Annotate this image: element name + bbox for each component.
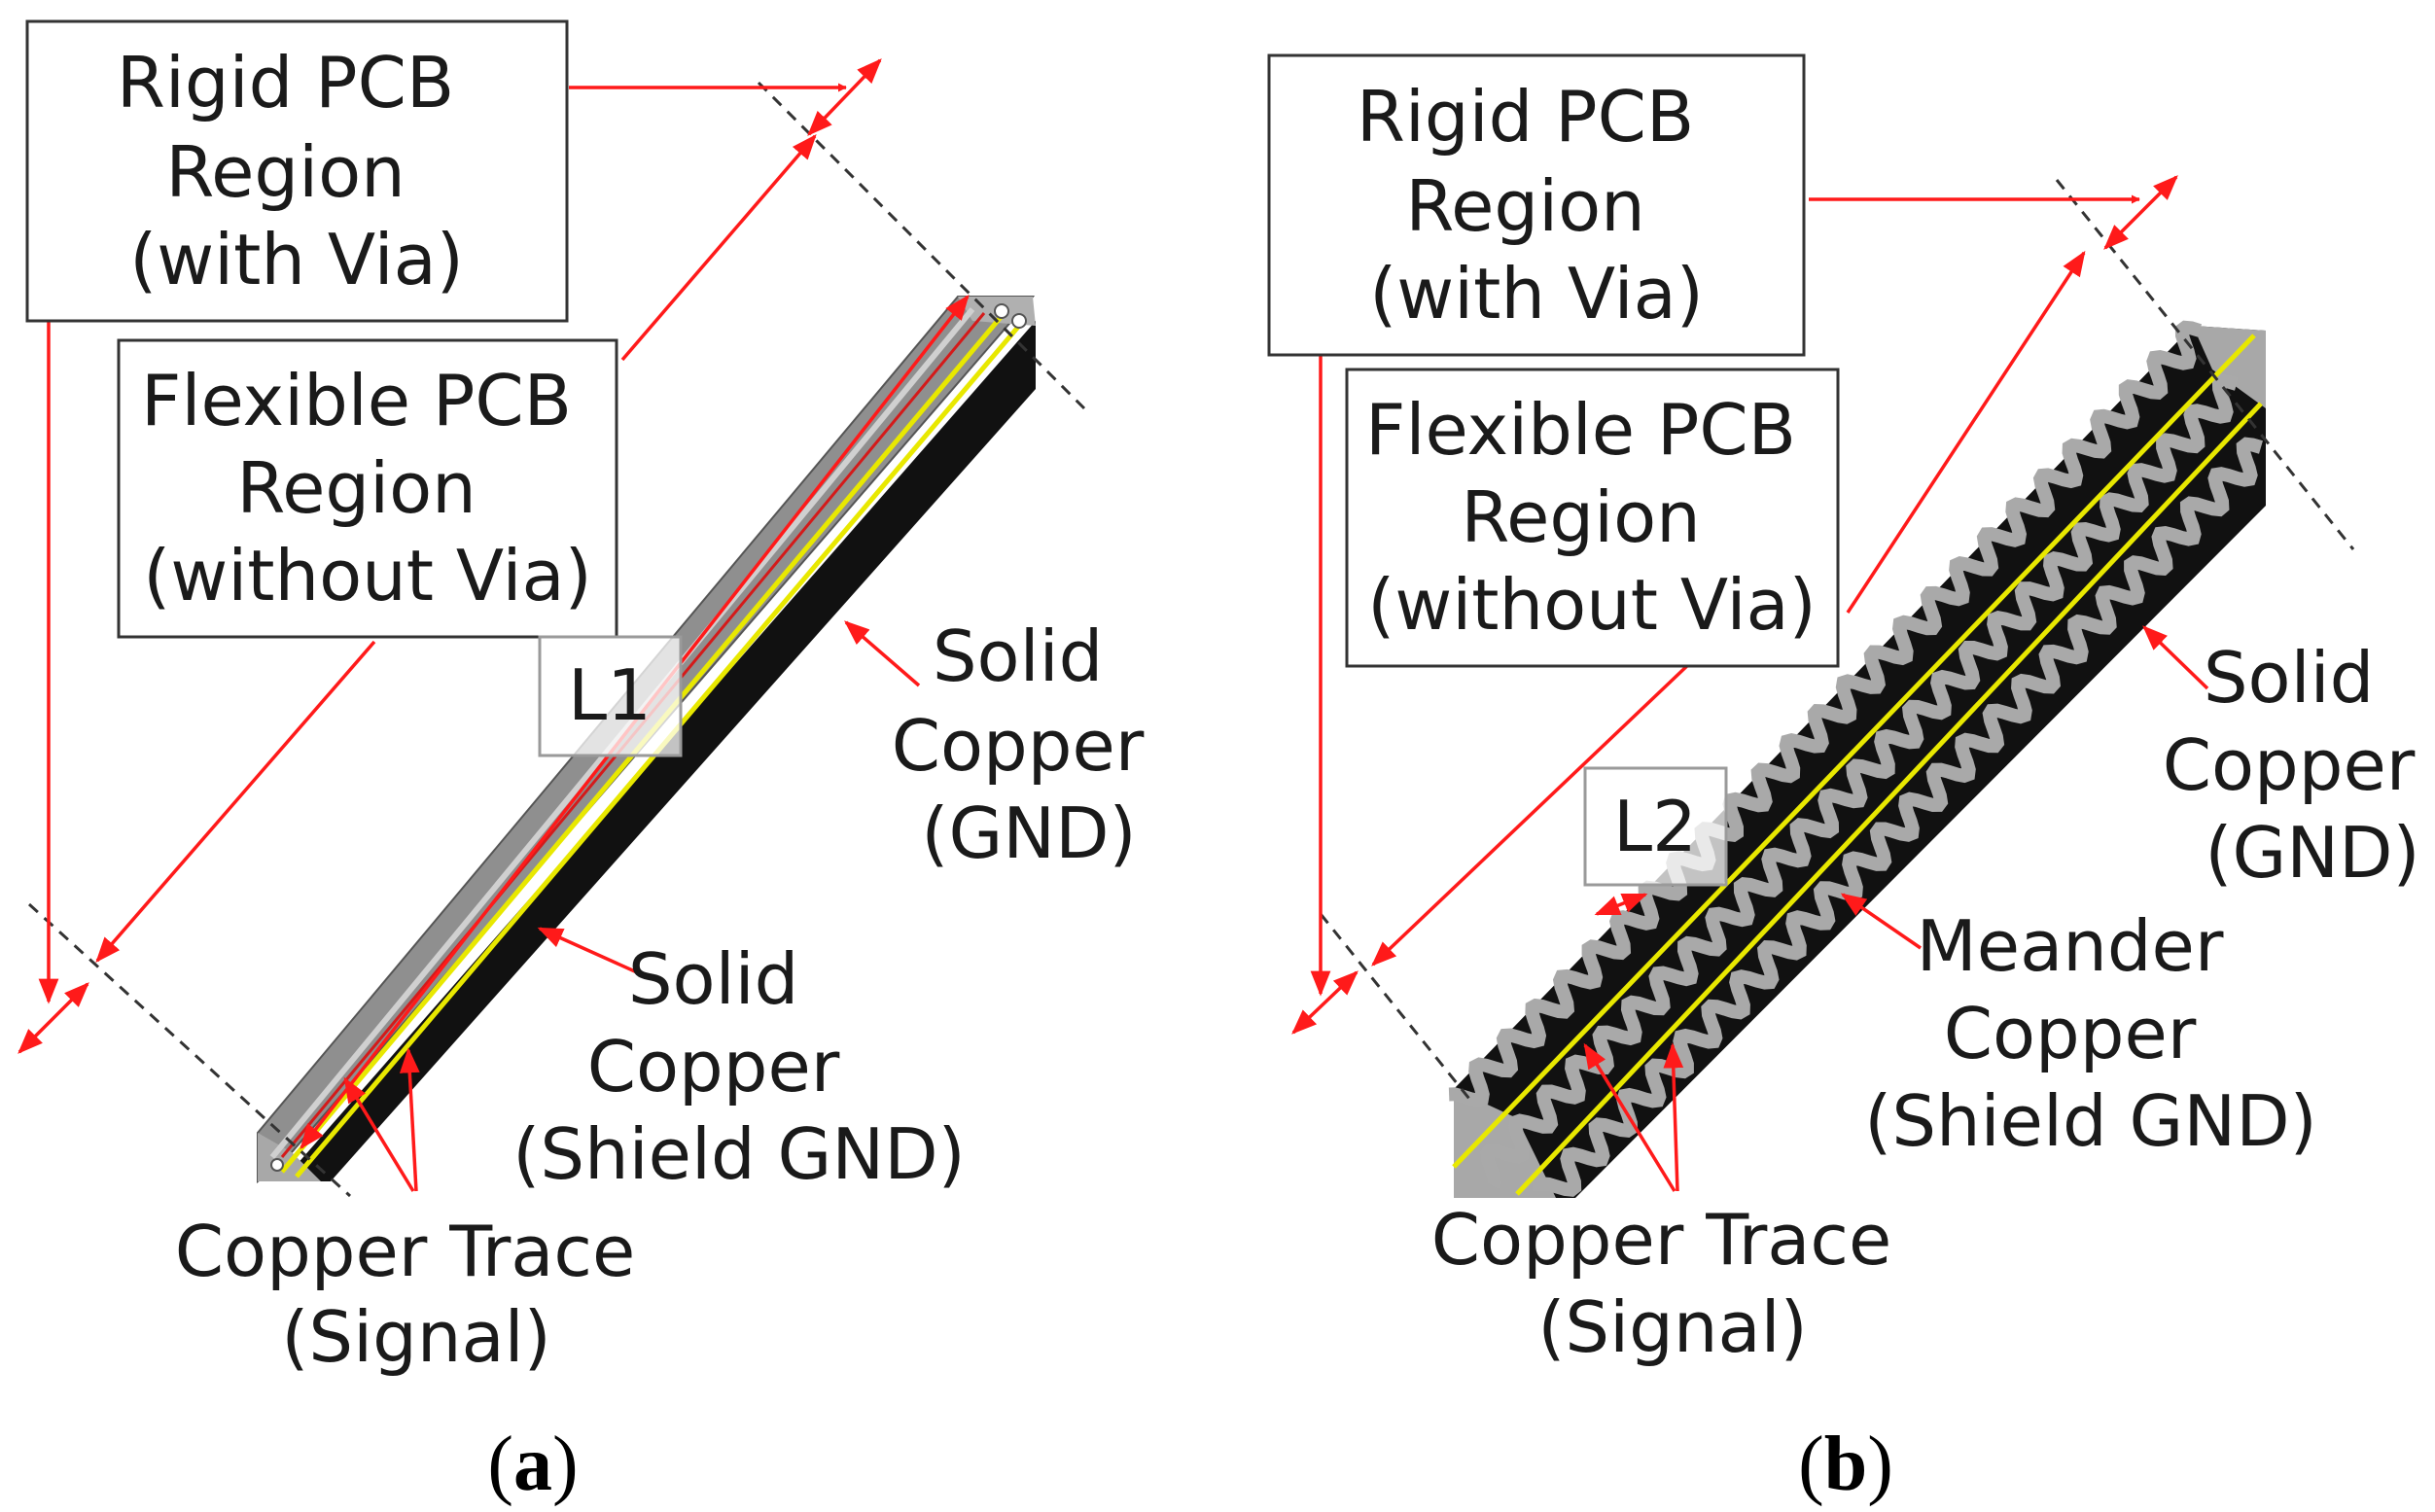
flex-region-label-a: Flexible PCB Region (without Via): [141, 360, 594, 616]
outer-gnd-label-a: Solid Copper (GND): [892, 615, 1167, 874]
shield-pointer-b: [1840, 893, 1922, 950]
rigid-region-label-a: Rigid PCB Region (with Via): [117, 42, 476, 300]
via-a-2: [1011, 313, 1027, 329]
flex-dim-bottom-a: [95, 640, 376, 963]
trace-pointer-a-2: [399, 1047, 420, 1192]
outer-gnd-label-b: Solid Copper (GND): [2163, 637, 2435, 894]
panel-a: Rigid PCB Region (with Via) Flexible PCB…: [18, 19, 1167, 1507]
outer-gnd-pointer-b: [2142, 625, 2209, 690]
flex-dim-bottom-b: [1371, 659, 1694, 967]
meander-shield-b-2: [1479, 373, 2239, 1189]
rigid-end-bottom-b: [1454, 1089, 1556, 1198]
shield-gnd-label-b: Meander Copper (Shield GND): [1864, 905, 2317, 1162]
panel-b: Rigid PCB Region (with Via) Flexible PCB…: [1267, 53, 2435, 1507]
cable-b: [1448, 320, 2266, 1198]
flex-region-box-b: [1345, 368, 1840, 668]
shield-gnd-label-a: Solid Copper (Shield GND): [512, 938, 966, 1195]
signal-trace-b-1: [1452, 334, 2256, 1169]
trace-label-b: Copper Trace (Signal): [1431, 1199, 1914, 1368]
rigid-region-label-b: Rigid PCB Region (with Via): [1357, 76, 1716, 334]
boundary-dash-top-a: [757, 81, 1086, 410]
meander-shield-b-1: [1448, 320, 2203, 1108]
length-label-a: L1: [568, 654, 652, 736]
trace-label-a: Copper Trace (Signal): [175, 1211, 657, 1378]
signal-trace-b-2: [1515, 402, 2263, 1196]
caption-b: (b): [1798, 1422, 1893, 1507]
boundary-dash-top-b: [2055, 179, 2355, 550]
via-a-3: [270, 1158, 284, 1172]
length-label-b: L2: [1613, 786, 1697, 867]
via-a-1: [994, 303, 1009, 319]
length-box-a: [538, 635, 683, 757]
shield-pointer-a: [537, 927, 638, 974]
rigid-dim-top-b: [2103, 175, 2178, 250]
rigid-region-box-b: [1267, 53, 1806, 357]
rigid-dim-bottom-a: [18, 982, 89, 1054]
rigid-dim-bottom-b: [1291, 970, 1359, 1035]
rigid-end-top-b: [2193, 326, 2266, 408]
rigid-dim-top-a: [807, 58, 882, 136]
trace-pointer-a-1: [343, 1076, 415, 1192]
flex-dim-top-b: [1846, 250, 2086, 614]
flex-dim-top-a: [620, 134, 817, 362]
boundary-dash-bottom-a: [27, 902, 352, 1198]
rigid-region-box-a: [25, 19, 569, 323]
length-dim-b: [1594, 893, 1648, 916]
trace-pointer-b-1: [1583, 1042, 1676, 1192]
meander-shield-b-3: [1532, 437, 2263, 1197]
outer-gnd-pointer-a: [844, 620, 921, 687]
length-box-b: [1583, 766, 1728, 887]
trace-pointer-b-2: [1663, 1042, 1684, 1192]
flex-region-label-b: Flexible PCB Region (without Via): [1365, 389, 1818, 646]
caption-a: (a): [487, 1422, 578, 1507]
flex-region-box-a: [117, 338, 618, 639]
